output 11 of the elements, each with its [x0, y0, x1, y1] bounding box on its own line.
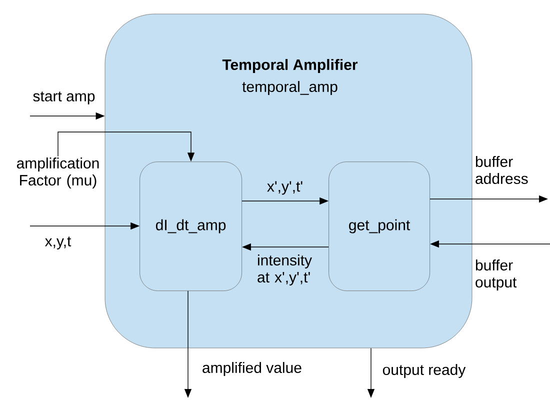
process-box: get_point: [328, 162, 430, 291]
input-label: amplification Factor (mu): [16, 158, 99, 188]
edge-label: x',y',t': [267, 181, 302, 195]
process-box: dI_dt_amp: [140, 162, 242, 291]
edge-label: x,y,t: [44, 236, 72, 250]
edge-label: output ready: [382, 364, 466, 378]
edge-label: buffer address: [476, 156, 528, 184]
edge-label: start amp: [33, 92, 95, 104]
edge-label: amplified value: [202, 362, 302, 376]
edge-label: buffer output: [476, 260, 517, 290]
edge-label: intensity at x',y',t': [258, 254, 312, 286]
